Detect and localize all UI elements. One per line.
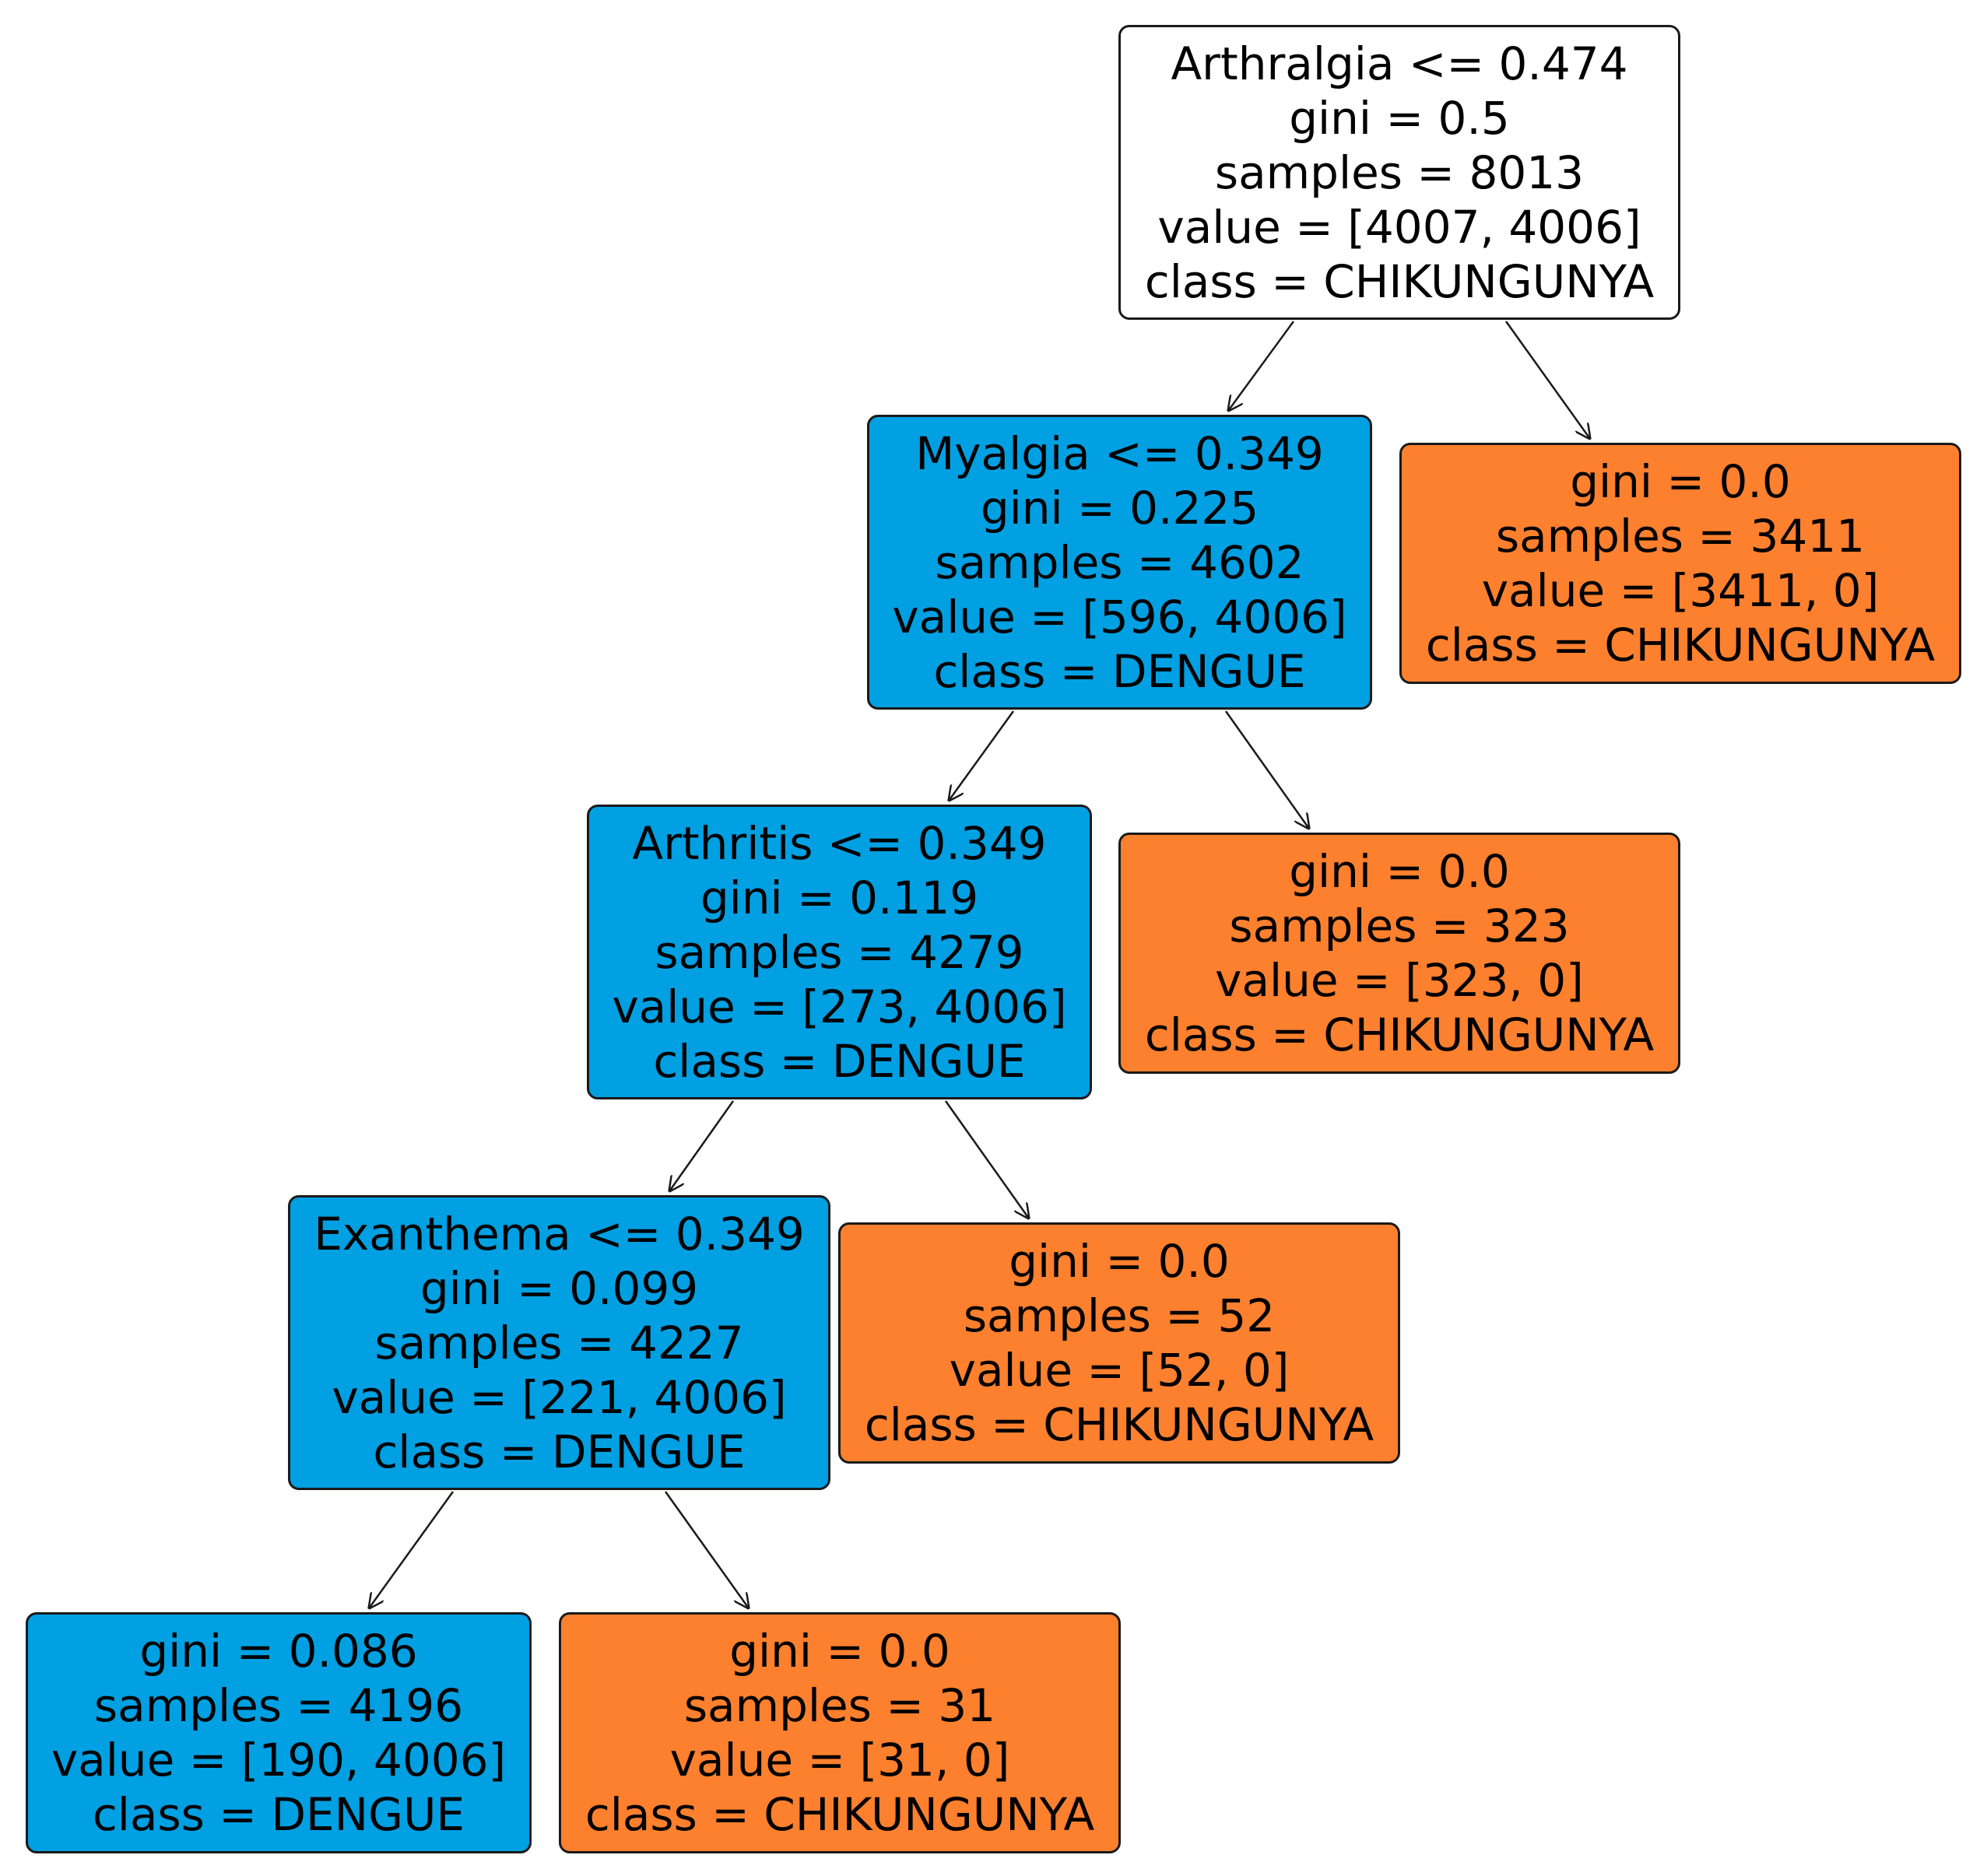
edge-n3-n5 bbox=[669, 1100, 735, 1191]
node-samples-label: samples = 4602 bbox=[935, 535, 1304, 589]
node-value-label: value = [52, 0] bbox=[949, 1344, 1290, 1397]
node-value-label: value = [3411, 0] bbox=[1481, 564, 1880, 617]
node-class-label: class = DENGUE bbox=[933, 644, 1306, 698]
node-class-label: class = DENGUE bbox=[653, 1034, 1026, 1088]
node-value-label: value = [273, 4006] bbox=[612, 980, 1067, 1033]
tree-node-root: Arthralgia <= 0.474 gini = 0.5 samples =… bbox=[1118, 25, 1680, 320]
tree-node-arthritis-split: Arthritis <= 0.349 gini = 0.119 samples … bbox=[587, 805, 1092, 1099]
node-gini-label: gini = 0.225 bbox=[980, 481, 1259, 535]
node-samples-label: samples = 4279 bbox=[655, 925, 1024, 979]
edge-n5-n8 bbox=[664, 1491, 749, 1608]
node-value-label: value = [323, 0] bbox=[1215, 954, 1584, 1007]
node-gini-label: gini = 0.086 bbox=[139, 1625, 418, 1678]
node-value-label: value = [596, 4006] bbox=[892, 590, 1347, 643]
node-gini-label: gini = 0.0 bbox=[1289, 845, 1510, 898]
edge-n5-n7 bbox=[369, 1491, 455, 1608]
edge-n1-n4 bbox=[1224, 710, 1309, 829]
node-samples-label: samples = 3411 bbox=[1495, 510, 1866, 563]
node-samples-label: samples = 31 bbox=[683, 1679, 996, 1732]
node-value-label: value = [4007, 4006] bbox=[1157, 200, 1641, 254]
node-gini-label: gini = 0.5 bbox=[1289, 91, 1510, 145]
tree-leaf-chikungunya: gini = 0.0 samples = 3411 value = [3411,… bbox=[1399, 443, 1961, 684]
edge-n1-n3 bbox=[949, 710, 1015, 801]
node-split-label: Exanthema <= 0.349 bbox=[314, 1207, 805, 1261]
node-value-label: value = [190, 4006] bbox=[51, 1734, 507, 1787]
node-gini-label: gini = 0.0 bbox=[1009, 1235, 1230, 1288]
node-gini-label: gini = 0.0 bbox=[729, 1625, 950, 1678]
node-class-label: class = CHIKUNGUNYA bbox=[864, 1398, 1374, 1451]
node-split-label: Arthritis <= 0.349 bbox=[632, 816, 1047, 870]
node-class-label: class = CHIKUNGUNYA bbox=[585, 1788, 1095, 1841]
tree-node-myalgia-split: Myalgia <= 0.349 gini = 0.225 samples = … bbox=[867, 415, 1372, 710]
node-samples-label: samples = 8013 bbox=[1214, 146, 1585, 199]
tree-node-exanthema-split: Exanthema <= 0.349 gini = 0.099 samples … bbox=[288, 1195, 830, 1490]
tree-leaf-chikungunya: gini = 0.0 samples = 323 value = [323, 0… bbox=[1118, 833, 1680, 1074]
node-samples-label: samples = 52 bbox=[963, 1289, 1276, 1342]
node-class-label: class = CHIKUNGUNYA bbox=[1144, 1008, 1655, 1061]
node-samples-label: samples = 323 bbox=[1229, 899, 1570, 952]
node-class-label: class = DENGUE bbox=[92, 1788, 465, 1841]
node-value-label: value = [221, 4006] bbox=[332, 1370, 787, 1424]
edge-n0-n2 bbox=[1504, 321, 1590, 439]
tree-leaf-dengue: gini = 0.086 samples = 4196 value = [190… bbox=[26, 1612, 532, 1853]
node-samples-label: samples = 4196 bbox=[93, 1679, 464, 1732]
node-class-label: class = CHIKUNGUNYA bbox=[1425, 619, 1936, 672]
node-gini-label: gini = 0.099 bbox=[420, 1261, 699, 1315]
edge-n3-n6 bbox=[944, 1100, 1029, 1219]
edge-n0-n1 bbox=[1228, 321, 1295, 411]
node-gini-label: gini = 0.119 bbox=[700, 871, 979, 924]
node-gini-label: gini = 0.0 bbox=[1570, 455, 1791, 508]
node-class-label: class = CHIKUNGUNYA bbox=[1144, 254, 1655, 308]
node-class-label: class = DENGUE bbox=[373, 1425, 746, 1478]
node-split-label: Arthralgia <= 0.474 bbox=[1171, 37, 1628, 90]
node-samples-label: samples = 4227 bbox=[374, 1316, 744, 1369]
node-split-label: Myalgia <= 0.349 bbox=[915, 426, 1324, 480]
tree-leaf-chikungunya: gini = 0.0 samples = 52 value = [52, 0] … bbox=[838, 1222, 1400, 1464]
node-value-label: value = [31, 0] bbox=[669, 1734, 1010, 1787]
tree-leaf-chikungunya: gini = 0.0 samples = 31 value = [31, 0] … bbox=[559, 1612, 1121, 1853]
